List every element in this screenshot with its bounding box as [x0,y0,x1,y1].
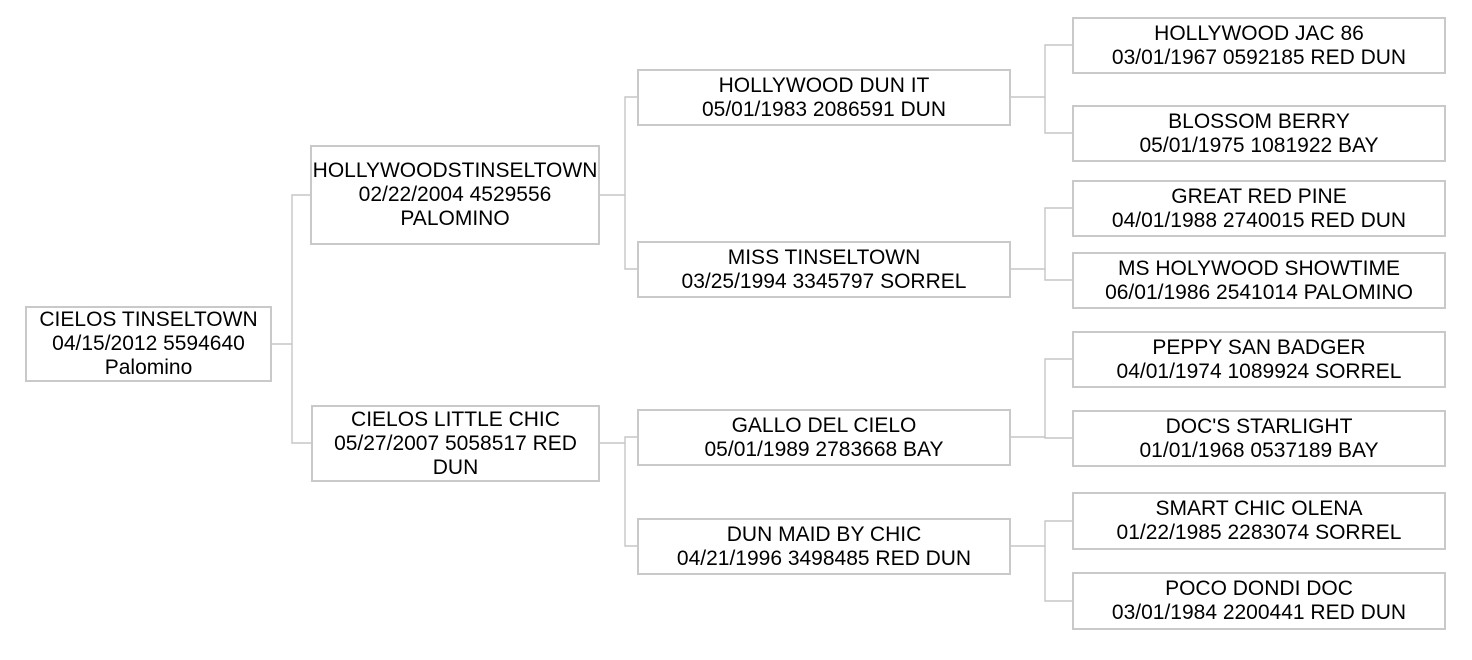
pedigree-node-dam-sire-sire: PEPPY SAN BADGER 04/01/1974 1089924 SORR… [1072,331,1446,388]
connector [1044,437,1072,439]
horse-info: 06/01/1986 2541014 PALOMINO [1105,280,1413,304]
horse-info: 02/22/2004 4529556 PALOMINO [358,183,552,230]
horse-name: BLOSSOM BERRY [1168,109,1350,133]
pedigree-node-subject: CIELOS TINSELTOWN 04/15/2012 5594640 Pal… [25,306,272,382]
horse-info: 05/01/1975 1081922 BAY [1139,133,1379,157]
pedigree-node-dam: CIELOS LITTLE CHIC 05/27/2007 5058517 RE… [311,405,600,482]
horse-info: 03/01/1967 0592185 RED DUN [1111,45,1407,69]
horse-name: GREAT RED PINE [1171,184,1347,208]
connector [1044,97,1072,134]
horse-name: HOLLYWOOD JAC 86 [1154,21,1364,45]
horse-info: 01/01/1968 0537189 BAY [1139,438,1379,462]
pedigree-node-dam-sire-dam: DOC'S STARLIGHT 01/01/1968 0537189 BAY [1072,410,1446,467]
horse-info: 05/01/1983 2086591 DUN [701,97,947,121]
connector [1011,520,1072,547]
horse-info: 04/01/1974 1089924 SORREL [1116,359,1402,383]
horse-info: 01/22/1985 2283074 SORREL [1116,521,1402,544]
horse-info: 04/15/2012 5594640 Palomino [52,332,245,379]
horse-name: DUN MAID BY CHIC [726,522,922,546]
horse-name: HOLLYWOODSTINSELTOWN [312,159,598,182]
pedigree-node-sire-dam-sire: GREAT RED PINE 04/01/1988 2740015 RED DU… [1072,180,1446,237]
horse-info: 05/27/2007 5058517 RED DUN [334,431,577,479]
pedigree-node-dam-sire: GALLO DEL CIELO 05/01/1989 2783668 BAY [637,409,1011,466]
pedigree-node-sire-dam-dam: MS HOLYWOOD SHOWTIME 06/01/1986 2541014 … [1072,252,1446,309]
horse-name: SMART CHIC OLENA [1155,497,1363,520]
connector [1011,207,1072,270]
connector [291,344,311,444]
connector [272,194,310,345]
connector [1044,269,1072,281]
connector [1011,44,1072,98]
horse-name: PEPPY SAN BADGER [1152,335,1366,359]
horse-name: CIELOS TINSELTOWN [39,308,258,331]
horse-name: MS HOLYWOOD SHOWTIME [1118,256,1400,280]
pedigree-node-sire-dam: MISS TINSELTOWN 03/25/1994 3345797 SORRE… [637,241,1011,298]
horse-name: GALLO DEL CIELO [731,413,917,437]
horse-name: HOLLYWOOD DUN IT [718,73,930,97]
connector [1011,358,1072,438]
connector [600,436,637,444]
horse-info: 05/01/1989 2783668 BAY [704,437,944,461]
horse-info: 04/01/1988 2740015 RED DUN [1111,208,1407,232]
pedigree-node-dam-dam: DUN MAID BY CHIC 04/21/1996 3498485 RED … [637,518,1011,575]
connector [600,96,637,196]
pedigree-node-dam-dam-dam: POCO DONDI DOC 03/01/1984 2200441 RED DU… [1072,572,1446,630]
horse-name: CIELOS LITTLE CHIC [351,407,560,431]
pedigree-node-dam-dam-sire: SMART CHIC OLENA 01/22/1985 2283074 SORR… [1072,492,1446,550]
horse-info: 04/21/1996 3498485 RED DUN [676,546,972,570]
pedigree-node-sire-sire: HOLLYWOOD DUN IT 05/01/1983 2086591 DUN [637,69,1011,126]
connector [624,195,637,270]
connector [624,443,637,547]
horse-name: DOC'S STARLIGHT [1165,414,1353,438]
horse-info: 03/25/1994 3345797 SORREL [681,269,967,293]
pedigree-node-sire-sire-dam: BLOSSOM BERRY 05/01/1975 1081922 BAY [1072,105,1446,162]
horse-name: POCO DONDI DOC [1165,577,1353,600]
pedigree-node-sire: HOLLYWOODSTINSELTOWN 02/22/2004 4529556 … [310,145,600,245]
horse-info: 03/01/1984 2200441 RED DUN [1111,601,1407,624]
horse-name: MISS TINSELTOWN [727,245,921,269]
pedigree-node-sire-sire-sire: HOLLYWOOD JAC 86 03/01/1967 0592185 RED … [1072,17,1446,74]
connector [1044,546,1072,602]
